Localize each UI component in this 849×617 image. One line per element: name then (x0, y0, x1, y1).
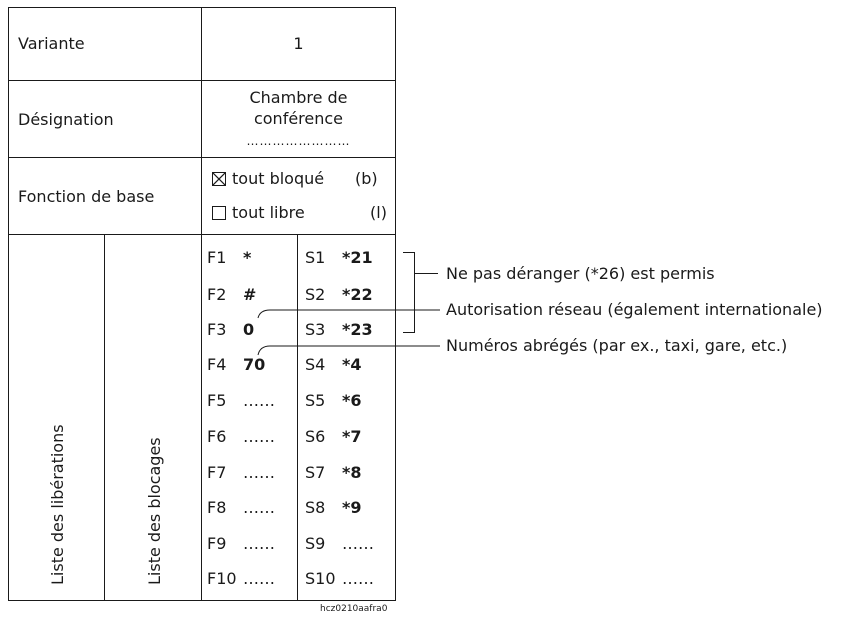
f-row-key: F4 (207, 355, 227, 374)
bracket-top (403, 252, 415, 253)
s-row-key: S10 (305, 569, 336, 588)
f-row-key: F9 (207, 534, 227, 553)
s-row-key: S6 (305, 427, 326, 446)
f-row-value: …… (243, 463, 275, 482)
s-row-value: *23 (342, 320, 373, 339)
s-row-value: *6 (342, 391, 362, 410)
variante-label: Variante (18, 34, 85, 53)
f-row-key: F5 (207, 391, 227, 410)
s-row-key: S9 (305, 534, 326, 553)
s-row-key: S4 (305, 355, 326, 374)
checkbox-bloque[interactable] (212, 172, 226, 186)
s-row-key: S5 (305, 391, 326, 410)
table-row-divider-2 (8, 157, 396, 158)
s-row-key: S7 (305, 463, 326, 482)
table-border-top (8, 7, 396, 8)
bracket-bottom (403, 332, 415, 333)
designation-label: Désignation (18, 110, 114, 129)
fonction-label: Fonction de base (18, 187, 155, 206)
s-row-value: *22 (342, 285, 373, 304)
f-row-key: F7 (207, 463, 227, 482)
blocages-label: Liste des blocages (145, 437, 164, 585)
table-border-left (8, 7, 9, 601)
designation-value-line1: Chambre de (249, 88, 348, 107)
s-row-key: S3 (305, 320, 326, 339)
designation-dots: …………………… (246, 134, 351, 148)
liberations-label: Liste des libérations (48, 424, 67, 585)
s-row-value: *8 (342, 463, 362, 482)
f-row-key: F1 (207, 248, 227, 267)
f-row-value: * (243, 248, 252, 267)
f-row-value: # (243, 285, 257, 304)
variante-value: 1 (293, 34, 304, 53)
s-row-key: S2 (305, 285, 326, 304)
s-row-value: …… (342, 569, 374, 588)
table-col-divider-lists (104, 234, 105, 601)
f-row-value: …… (243, 427, 275, 446)
f-row-key: F8 (207, 498, 227, 517)
s-row-value: *9 (342, 498, 362, 517)
checkbox-libre[interactable] (212, 206, 226, 220)
s-row-value: *21 (342, 248, 373, 267)
table-col-divider-main (201, 7, 202, 601)
opt-libre-code: (l) (370, 203, 387, 222)
f-row-key: F2 (207, 285, 227, 304)
opt-bloque-code: (b) (355, 169, 378, 188)
s-row-value: …… (342, 534, 374, 553)
figure-id: hcz0210aafra0 (320, 604, 388, 614)
f-row-key: F3 (207, 320, 227, 339)
designation-value-line2: conférence (253, 109, 344, 128)
s-row-key: S1 (305, 248, 326, 267)
checked-x-icon (213, 173, 225, 185)
f-row-key: F6 (207, 427, 227, 446)
f-row-value: …… (243, 498, 275, 517)
bracket-pointer (414, 273, 438, 274)
table-row-divider-1 (8, 80, 396, 81)
s-row-value: *7 (342, 427, 362, 446)
leader-f4-to-note3 (257, 345, 440, 356)
opt-libre-label: tout libre (232, 203, 305, 222)
table-border-right (395, 7, 396, 601)
table-row-divider-3 (8, 234, 396, 235)
f-row-key: F10 (207, 569, 237, 588)
f-row-value: …… (243, 534, 275, 553)
f-row-value: 70 (243, 355, 266, 374)
table-col-divider-fs (297, 234, 298, 601)
note-ne-pas-deranger: Ne pas déranger (*26) est permis (446, 264, 715, 283)
f-row-value: …… (243, 391, 275, 410)
f-row-value: 0 (243, 320, 255, 339)
f-row-value: …… (243, 569, 275, 588)
s-row-value: *4 (342, 355, 362, 374)
note-numeros-abreges: Numéros abrégés (par ex., taxi, gare, et… (446, 336, 788, 355)
s-row-key: S8 (305, 498, 326, 517)
bracket-vertical (414, 252, 415, 333)
note-autorisation-reseau: Autorisation réseau (également internati… (446, 300, 823, 319)
table-border-bottom (8, 600, 396, 601)
opt-bloque-label: tout bloqué (232, 169, 325, 188)
leader-f3-to-note2 (257, 309, 440, 319)
